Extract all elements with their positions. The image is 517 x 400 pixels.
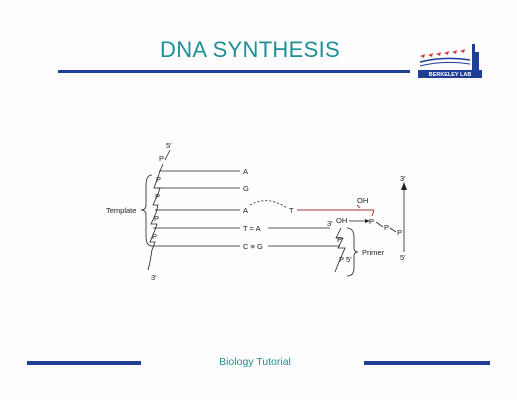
base-pair-label: T = A <box>243 224 261 233</box>
phosphate-label: P <box>337 235 342 244</box>
primer-three-prime-label: 3′ <box>327 219 333 228</box>
phosphate-label: P <box>397 228 402 237</box>
phosphate-label: P <box>369 217 374 226</box>
base-label: G <box>243 184 249 193</box>
footer-rule-right <box>364 361 490 365</box>
base-label: A <box>243 167 248 176</box>
logo-text: BERKELEY LAB <box>429 72 472 78</box>
arrow-bottom-label: 5′ <box>400 253 406 262</box>
phosphate-label: P <box>384 223 389 232</box>
base-pair-label: C ≡ G <box>243 242 263 251</box>
strand-end-bottom: 3′ <box>151 273 157 282</box>
hydroxyl-label: OH <box>357 196 368 205</box>
incoming-base-label: T <box>289 206 294 215</box>
primer-five-prime-label: P 5′ <box>339 255 352 264</box>
arrow-top-label: 3′ <box>400 174 406 183</box>
phosphate-label: P <box>154 214 159 223</box>
strand-end-top: 5′ <box>166 141 172 150</box>
title-rule <box>58 70 410 73</box>
phosphate-label: P <box>155 192 160 201</box>
slide-title: DNA SYNTHESIS <box>160 37 340 62</box>
base-label: A <box>243 206 248 215</box>
footer-rule-left <box>27 361 141 365</box>
template-label: Template <box>106 206 136 215</box>
primer-hydroxyl-label: OH <box>336 216 347 225</box>
phosphate-label: P <box>156 175 161 184</box>
footer-text: Biology Tutorial <box>219 356 291 368</box>
phosphate-label: P <box>152 232 157 241</box>
berkeley-lab-logo: BERKELEY LAB <box>418 44 482 78</box>
primer-label: Primer <box>362 248 385 257</box>
phosphate-label: P <box>159 154 164 163</box>
